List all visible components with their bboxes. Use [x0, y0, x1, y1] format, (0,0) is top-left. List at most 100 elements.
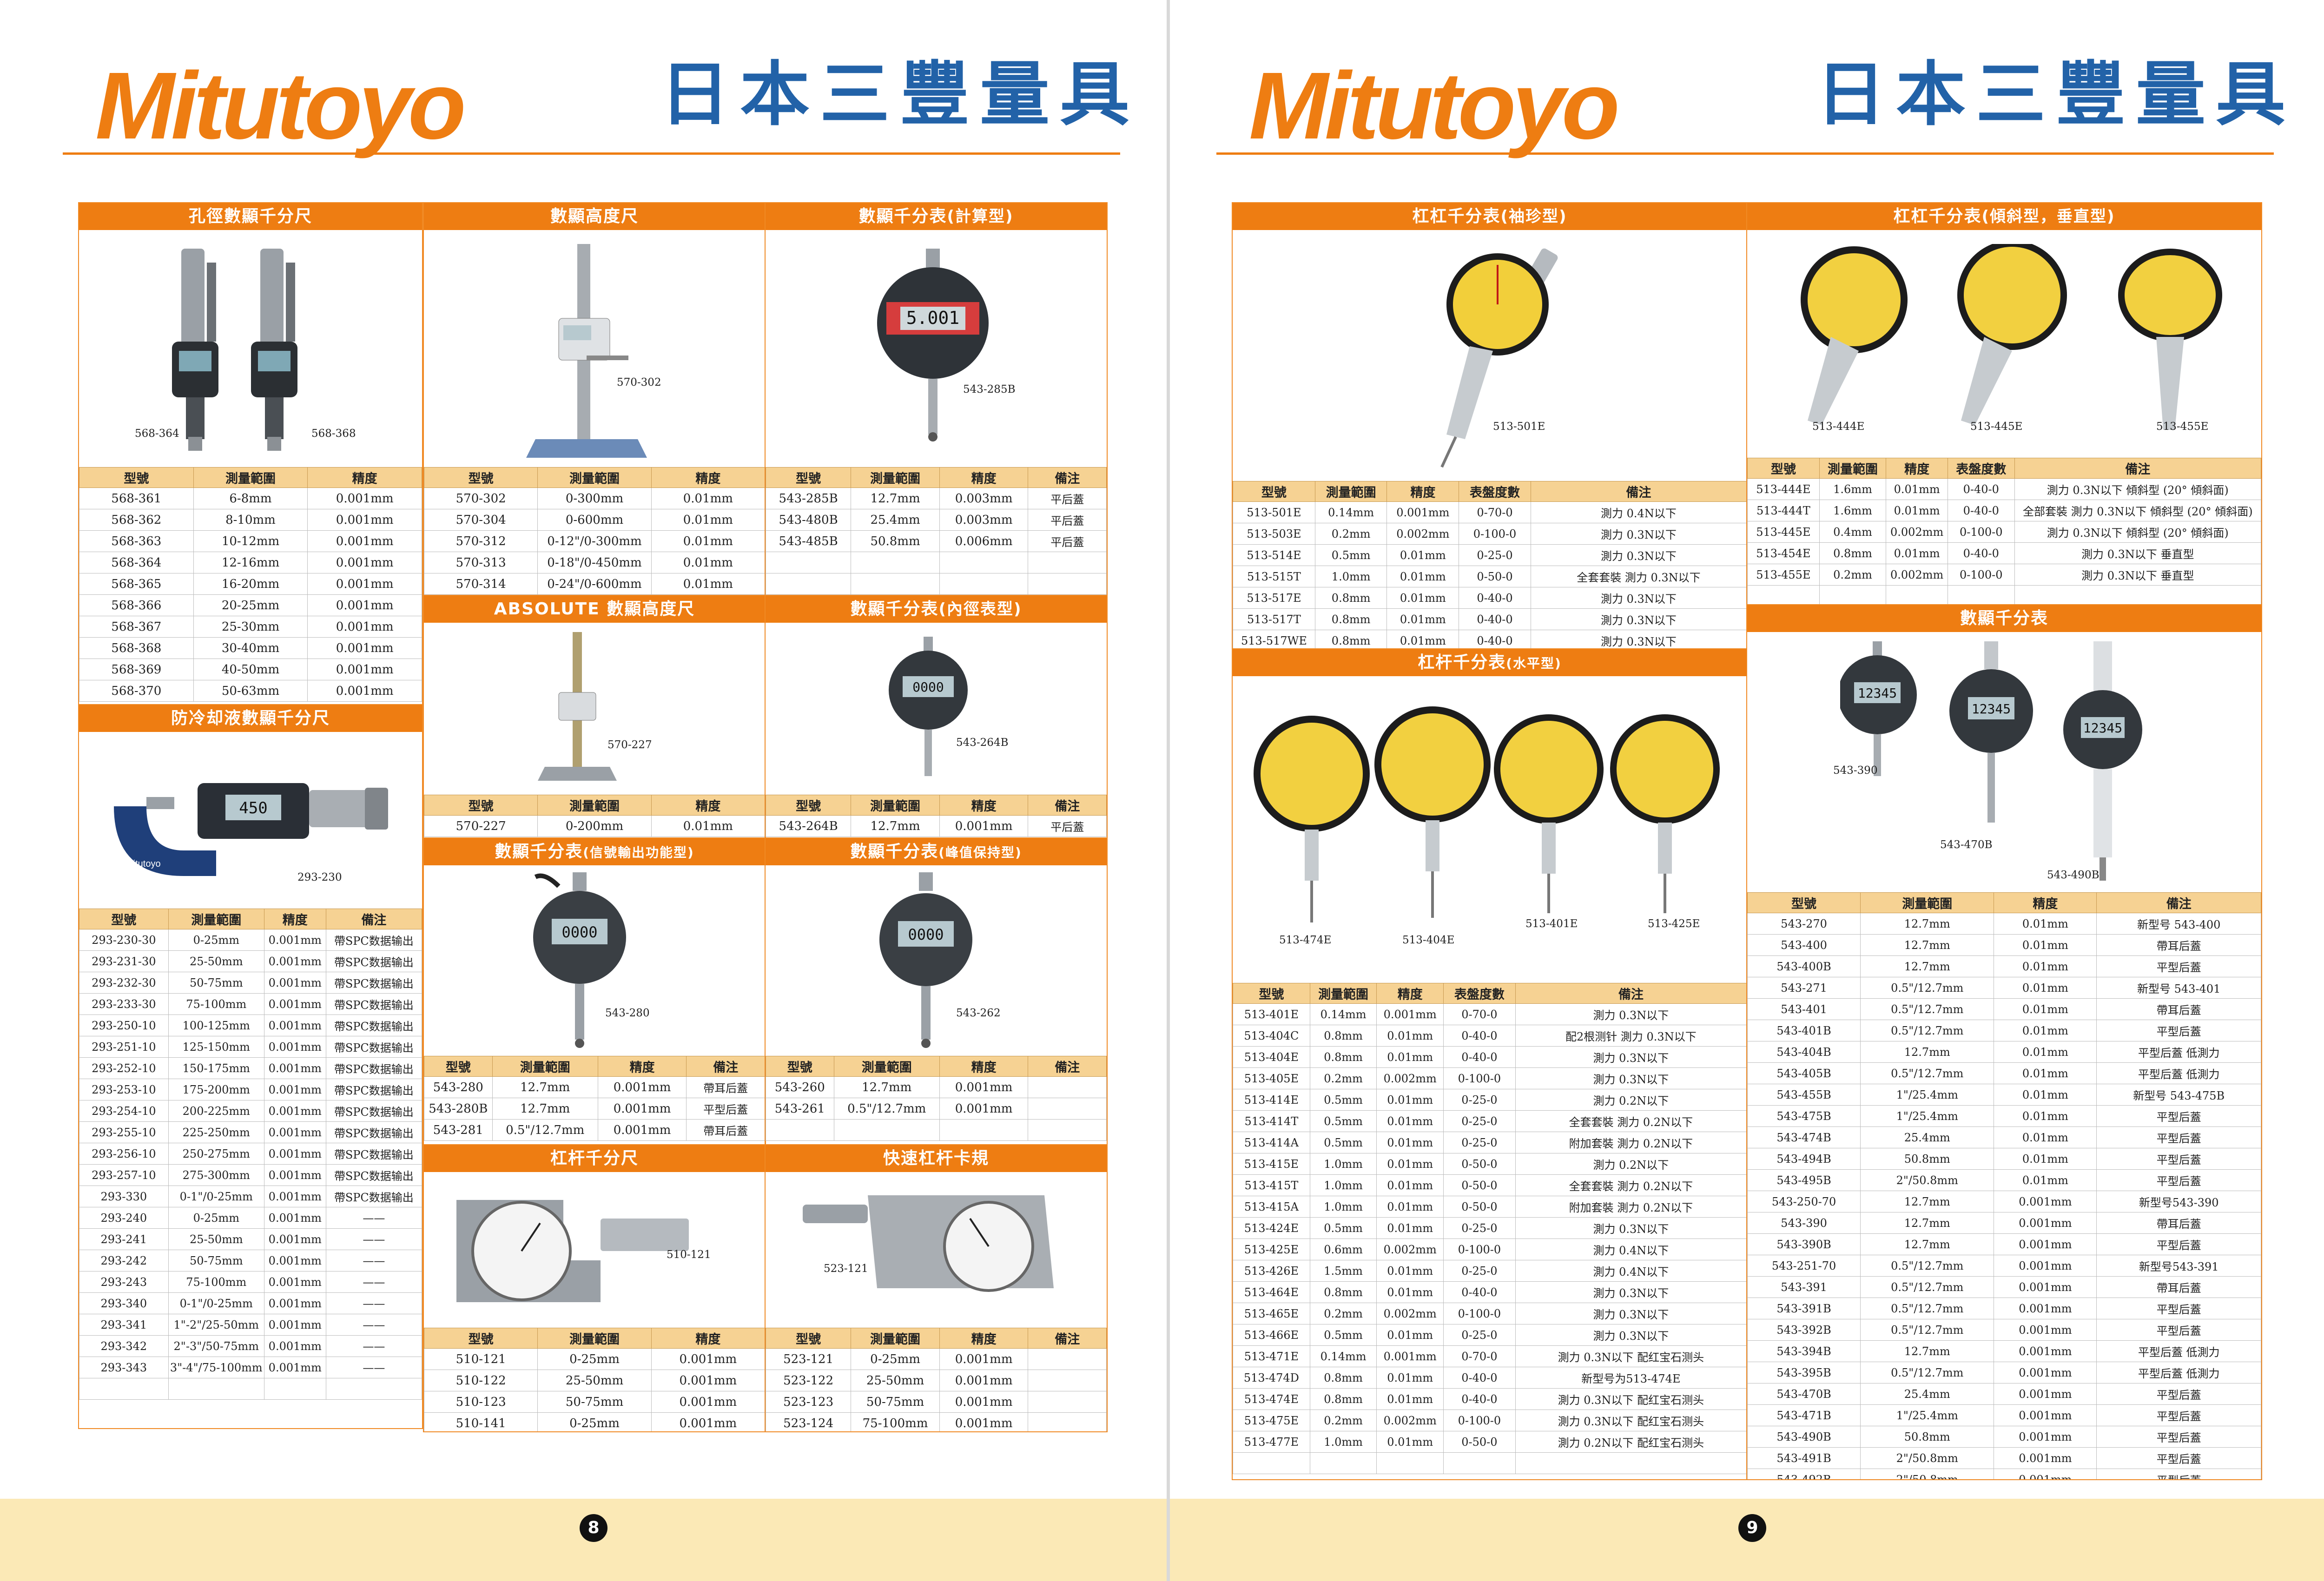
table-cell: 40-50mm — [193, 659, 308, 680]
table-cell: 測力 0.3N以下 配红宝石测头 — [1515, 1345, 1747, 1367]
header-rule — [1216, 152, 2274, 155]
table-cell: 570-313 — [424, 552, 538, 573]
table-cell: 0.002mm — [1376, 1410, 1444, 1431]
table-cell: 543-491B — [1747, 1447, 1861, 1469]
svg-text:0000: 0000 — [561, 923, 597, 941]
page-number: 9 — [1738, 1514, 1766, 1542]
table-cell: 12.7mm — [851, 487, 940, 509]
table-cell: 513-466E — [1233, 1324, 1310, 1346]
column-header: 精度 — [264, 909, 326, 929]
section-title: 快速杠杆卡規 — [766, 1145, 1107, 1172]
table-cell: 0-40-0 — [1459, 630, 1531, 652]
table-cell: 12.7mm — [1860, 913, 1994, 935]
table-cell: 293-341 — [79, 1314, 169, 1336]
table-cell: 0-50-0 — [1443, 1174, 1516, 1196]
section-title: 防冷却液數顯千分尺 — [79, 705, 422, 732]
table-cell: 225-250mm — [168, 1121, 264, 1143]
table-cell: 新型号 543-400 — [2096, 913, 2261, 935]
table-cell: 513-517E — [1233, 587, 1315, 609]
table-cell — [1376, 1452, 1444, 1474]
table-cell: 543-471B — [1747, 1404, 1861, 1426]
photo-caption: 570-227 — [607, 739, 652, 751]
column-header: 備注 — [2096, 892, 2261, 913]
column-header: 測量範圍 — [1860, 892, 1994, 913]
table-cell: 0.5"/12.7mm — [1860, 1255, 1994, 1277]
table-cell: 平型后蓋 — [2096, 1383, 2261, 1405]
product-photo: 513-444E 513-445E 513-455E — [1747, 230, 2261, 458]
table-cell — [1947, 585, 2015, 607]
table-cell: 0.01mm — [1994, 1105, 2097, 1127]
table-cell: 帶SPC数据输出 — [325, 972, 422, 994]
table-cell: 513-405E — [1233, 1067, 1310, 1089]
table-cell: 測力 0.3N以下 — [1515, 1281, 1747, 1303]
table-cell: 測力 0.4N以下 — [1515, 1238, 1747, 1260]
table-cell: 新型号543-391 — [2096, 1255, 2261, 1277]
table-cell: 293-232-30 — [79, 972, 169, 994]
table-cell: 0.001mm — [1376, 1345, 1444, 1367]
table-cell: 0-1"/0-25mm — [168, 1292, 264, 1314]
catalog-page-8: Mitutoyo 日本三豐量具 孔徑數顯千分尺 568-364 568-368 … — [0, 58, 1169, 1581]
table-cell — [168, 1378, 264, 1400]
table-cell: 0.01mm — [1376, 1260, 1444, 1282]
table-cell: 0.01mm — [1994, 934, 2097, 956]
table-cell: 250-275mm — [168, 1143, 264, 1165]
table-cell: 0.001mm — [264, 1079, 326, 1100]
table-cell: 0.01mm — [651, 552, 765, 573]
photo-caption: 523-121 — [824, 1263, 868, 1275]
table-cell: 0.14mm — [1309, 1345, 1377, 1367]
page-gutter — [1167, 0, 1171, 1581]
table-cell: 0.8mm — [1309, 1388, 1377, 1410]
table-cell: 0.002mm — [1886, 521, 1948, 543]
table-cell: 0.14mm — [1314, 501, 1387, 523]
table-cell: 513-517WE — [1233, 630, 1315, 652]
table-cell: 12.7mm — [1860, 955, 1994, 977]
table-cell: 513-404C — [1233, 1025, 1310, 1047]
table-cell: 25.4mm — [851, 509, 940, 531]
table-cell: 0.01mm — [1386, 587, 1459, 609]
table-cell: 0.01mm — [1994, 1148, 2097, 1170]
product-photo: 12345 12345 12345 543-390 543-470B 543-4… — [1747, 632, 2261, 892]
table-cell: 543-404B — [1747, 1041, 1861, 1063]
table-cell: 0.2mm — [1309, 1303, 1377, 1324]
column-header: 測量範圍 — [1819, 458, 1887, 479]
table-cell: 平后蓋 — [1028, 815, 1107, 837]
table-cell: 50-75mm — [537, 1391, 652, 1413]
table-cell: 1.0mm — [1309, 1174, 1377, 1196]
table-cell — [1028, 1348, 1107, 1370]
table-cell: 附加套裝 測力 0.2N以下 — [1515, 1196, 1747, 1218]
lever-indicator-set-icon — [1801, 244, 2222, 430]
column-header: 精度 — [1376, 983, 1444, 1004]
table-cell: 293-250-10 — [79, 1014, 169, 1036]
table-cell: 2"/50.8mm — [1860, 1469, 1994, 1479]
photo-caption: 513-404E — [1402, 934, 1455, 946]
table-cell: 0-25-0 — [1443, 1132, 1516, 1153]
table-cell: 測力 0.4N以下 — [1515, 1260, 1747, 1282]
table-cell: 0.5mm — [1309, 1217, 1377, 1239]
table-cell: 0.8mm — [1309, 1025, 1377, 1047]
table-cell: 510-123 — [424, 1391, 538, 1413]
lever-indicator-icon — [1440, 248, 1558, 468]
table-cell: 0.6mm — [1309, 1238, 1377, 1260]
svg-text:450: 450 — [239, 799, 267, 817]
table-cell: 0.001mm — [651, 1348, 765, 1370]
table-cell: 0.01mm — [1994, 913, 2097, 935]
catalog-title: 日本三豐量具 — [1816, 53, 2296, 135]
table-cell: 0-1"/0-25mm — [168, 1186, 264, 1207]
table-cell: 測力 0.3N以下 傾斜型 (20° 傾斜面) — [2014, 521, 2261, 543]
table-cell: 0.001mm — [1994, 1340, 2097, 1362]
table-cell: 測力 0.2N以下 — [1515, 1089, 1747, 1111]
